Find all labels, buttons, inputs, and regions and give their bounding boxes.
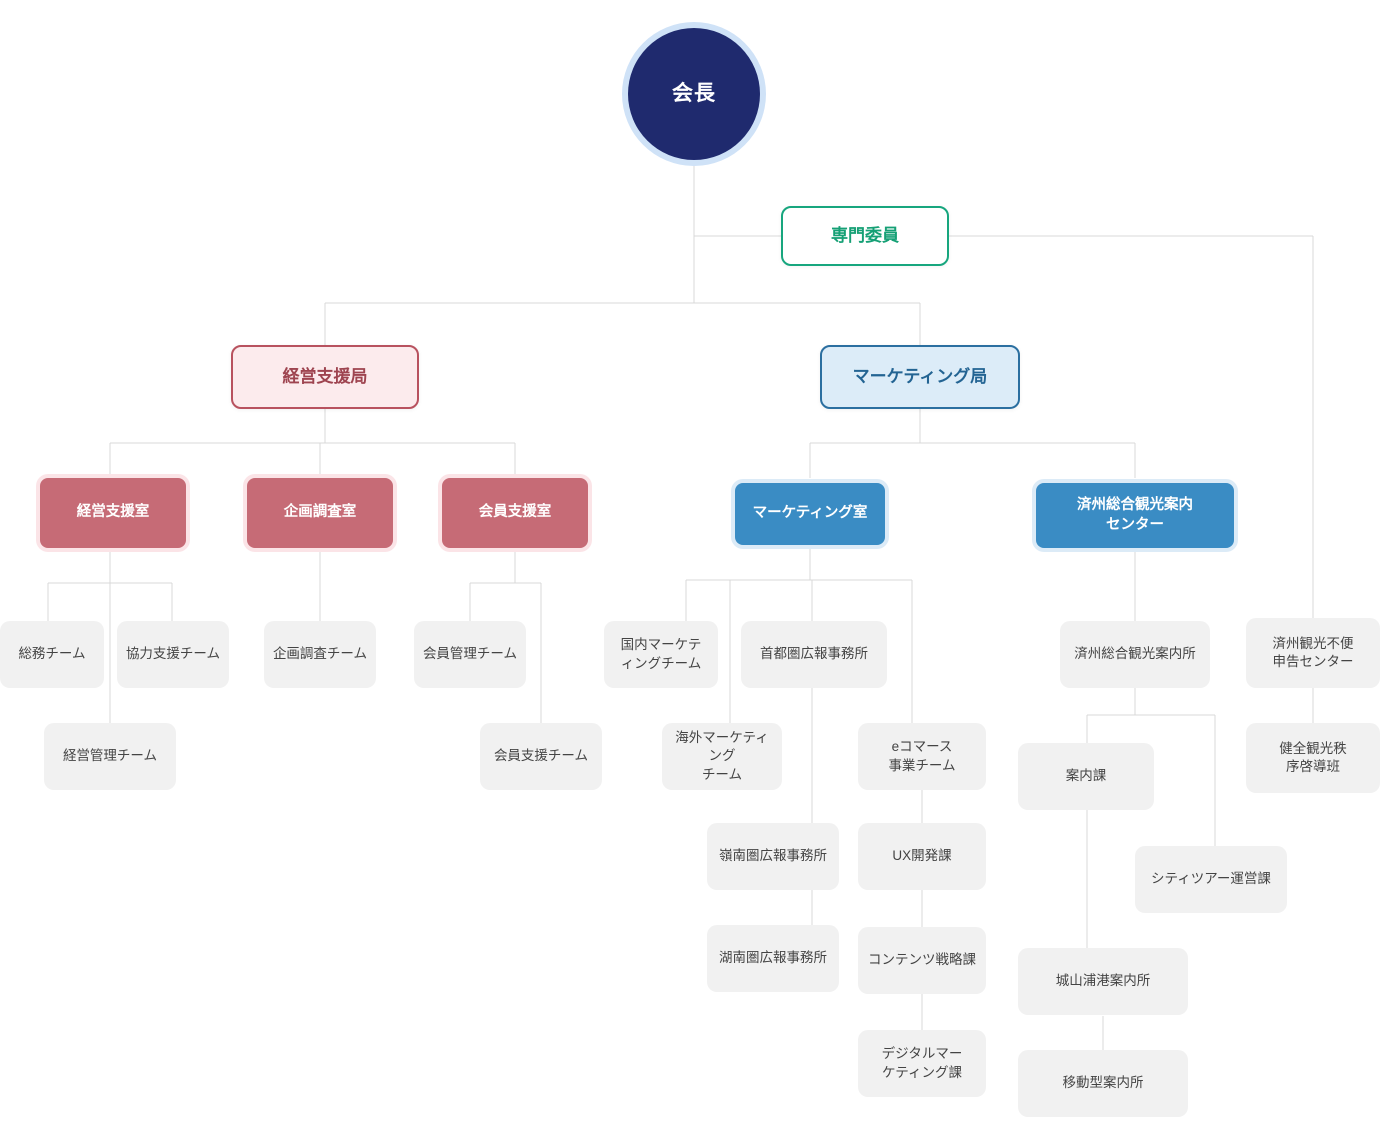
node-content-strategy-division-label: コンテンツ戦略課 [868, 952, 976, 968]
node-management-admin-team-label: 経営管理チーム [62, 748, 158, 764]
node-planning-research-office-label: 企画調査室 [283, 504, 357, 521]
node-ux-development-division[interactable]: UX開発課 [858, 823, 986, 890]
node-information-division-label: 案内課 [1065, 768, 1107, 784]
node-marketing-bureau[interactable]: マーケティング局 [820, 345, 1020, 409]
node-cooperation-support-team[interactable]: 協力支援チーム [117, 621, 229, 688]
node-capital-pr-office-label: 首都圏広報事務所 [760, 646, 868, 662]
node-management-support-bureau-label: 経営支援局 [282, 366, 368, 386]
node-chairman-label: 会長 [672, 81, 716, 105]
node-honam-pr-office-label: 湖南圏広報事務所 [719, 950, 827, 966]
node-overseas-marketing-team[interactable]: 海外マーケティング チーム [662, 723, 782, 790]
node-content-strategy-division[interactable]: コンテンツ戦略課 [858, 927, 986, 994]
node-general-affairs-team-label: 総務チーム [18, 646, 86, 662]
node-ecommerce-team[interactable]: eコマース 事業チーム [858, 723, 986, 790]
node-sound-tourism-team[interactable]: 健全観光秩 序啓導班 [1246, 723, 1380, 793]
node-marketing-office-label: マーケティング室 [752, 505, 868, 522]
node-mobile-info-center-label: 移動型案内所 [1062, 1075, 1144, 1091]
node-member-management-team-label: 会員管理チーム [422, 646, 518, 662]
node-jeju-general-info-center[interactable]: 済州総合観光案内所 [1060, 621, 1210, 688]
node-overseas-marketing-team-label: 海外マーケティング チーム [675, 730, 769, 782]
node-honam-pr-office[interactable]: 湖南圏広報事務所 [707, 925, 839, 992]
node-tourism-complaint-center-label: 済州観光不便 申告センター [1272, 635, 1354, 669]
node-capital-pr-office[interactable]: 首都圏広報事務所 [741, 621, 887, 688]
node-special-committee[interactable]: 専門委員 [781, 206, 949, 266]
node-management-support-office-label: 経営支援室 [76, 504, 150, 521]
node-seongsanpo-info-center-label: 城山浦港案内所 [1055, 973, 1151, 989]
node-digital-marketing-division[interactable]: デジタルマー ケティング課 [858, 1030, 986, 1097]
node-mobile-info-center[interactable]: 移動型案内所 [1018, 1050, 1188, 1117]
node-marketing-office[interactable]: マーケティング室 [735, 483, 885, 545]
node-ux-development-division-label: UX開発課 [892, 848, 952, 864]
node-jeju-tourism-center[interactable]: 済州総合観光案内 センター [1036, 483, 1234, 548]
node-cooperation-support-team-label: 協力支援チーム [125, 646, 221, 662]
node-member-support-office[interactable]: 会員支援室 [442, 478, 588, 548]
node-information-division[interactable]: 案内課 [1018, 743, 1154, 810]
node-jeju-tourism-center-label: 済州総合観光案内 センター [1077, 496, 1193, 533]
node-management-admin-team[interactable]: 経営管理チーム [44, 723, 176, 790]
node-domestic-marketing-team-label: 国内マーケテ ィングチーム [620, 637, 702, 671]
node-yeongnam-pr-office-label: 嶺南圏広報事務所 [719, 848, 827, 864]
node-ecommerce-team-label: eコマース 事業チーム [888, 739, 956, 773]
node-seongsanpo-info-center[interactable]: 城山浦港案内所 [1018, 948, 1188, 1015]
node-domestic-marketing-team[interactable]: 国内マーケテ ィングチーム [604, 621, 718, 688]
node-city-tour-division-label: シティツアー運営課 [1151, 871, 1271, 887]
node-management-support-bureau[interactable]: 経営支援局 [231, 345, 419, 409]
node-planning-research-team-label: 企画調査チーム [272, 646, 368, 662]
node-special-committee-label: 専門委員 [831, 225, 899, 245]
node-planning-research-team[interactable]: 企画調査チーム [264, 621, 376, 688]
node-tourism-complaint-center[interactable]: 済州観光不便 申告センター [1246, 618, 1380, 688]
node-member-support-team[interactable]: 会員支援チーム [480, 723, 602, 790]
node-member-support-team-label: 会員支援チーム [493, 748, 589, 764]
node-sound-tourism-team-label: 健全観光秩 序啓導班 [1279, 740, 1347, 774]
node-member-support-office-label: 会員支援室 [478, 504, 552, 521]
node-management-support-office[interactable]: 経営支援室 [40, 478, 186, 548]
node-chairman[interactable]: 会長 [628, 28, 760, 160]
node-city-tour-division[interactable]: シティツアー運営課 [1135, 846, 1287, 913]
node-general-affairs-team[interactable]: 総務チーム [0, 621, 104, 688]
node-planning-research-office[interactable]: 企画調査室 [247, 478, 393, 548]
node-member-management-team[interactable]: 会員管理チーム [414, 621, 526, 688]
node-yeongnam-pr-office[interactable]: 嶺南圏広報事務所 [707, 823, 839, 890]
node-jeju-general-info-center-label: 済州総合観光案内所 [1074, 646, 1196, 662]
node-digital-marketing-division-label: デジタルマー ケティング課 [881, 1046, 963, 1080]
node-marketing-bureau-label: マーケティング局 [852, 366, 988, 386]
